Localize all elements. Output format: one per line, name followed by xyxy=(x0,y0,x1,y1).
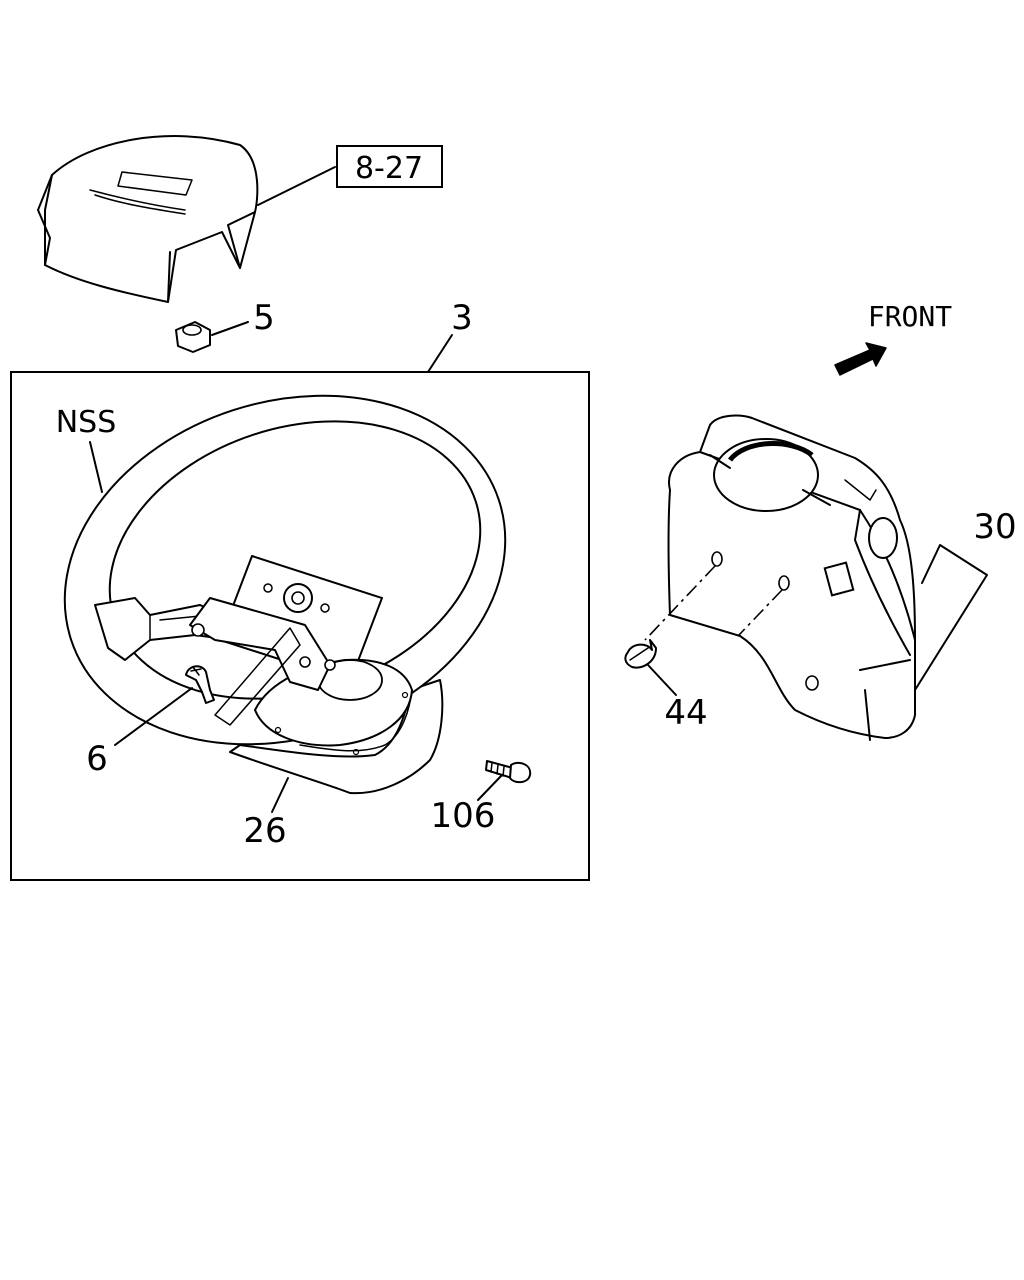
callout-106: 106 xyxy=(431,796,496,836)
steering-wheel xyxy=(63,394,507,795)
ref-box-label: 8-27 xyxy=(355,151,423,186)
front-direction-indicator: FRONT xyxy=(834,300,952,376)
callout-44: 44 xyxy=(664,693,707,733)
callout-30: 30 xyxy=(973,507,1016,547)
screw-44-part: 44 xyxy=(624,639,708,733)
callout-3: 3 xyxy=(451,298,473,338)
column-cover xyxy=(644,414,916,741)
arrow-icon xyxy=(834,342,887,376)
callout-30-group: 30 xyxy=(914,507,1017,691)
callout-6: 6 xyxy=(86,739,108,779)
reference-box: 8-27 xyxy=(257,145,443,206)
callout-5: 5 xyxy=(253,298,275,338)
nut-part: 5 xyxy=(175,298,275,353)
assembly-frame xyxy=(10,371,590,881)
callout-3-group: 3 xyxy=(427,298,473,373)
callout-26-group: 26 xyxy=(243,777,289,851)
horn-pad-cover xyxy=(37,135,259,303)
bolt-6-part: 6 xyxy=(86,665,215,779)
front-label: FRONT xyxy=(868,300,952,333)
callout-26: 26 xyxy=(243,811,286,851)
nss-callout-group: NSS xyxy=(56,405,117,493)
bolt-106-part: 106 xyxy=(431,760,532,836)
callout-nss: NSS xyxy=(56,405,117,440)
